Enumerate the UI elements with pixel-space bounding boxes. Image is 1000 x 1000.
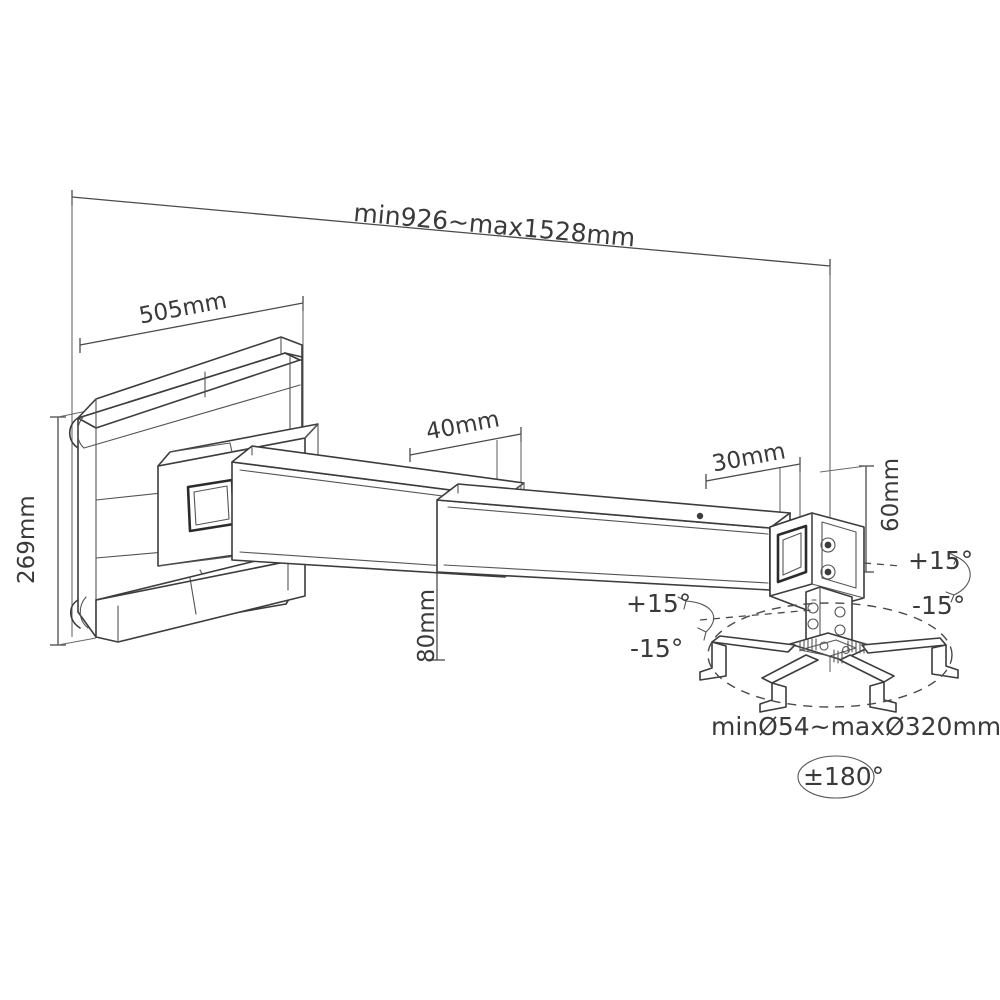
- mount-head: [769, 512, 865, 651]
- dimension-label-spider-diameter: minØ54~maxØ320mm: [711, 712, 1000, 741]
- angle-label-tilt-plus: +15°: [626, 589, 692, 618]
- dimension-label-head-height: 60mm: [878, 457, 904, 532]
- rotation-symbol-ring: [797, 755, 875, 799]
- angle-label-rotation: ±180°: [803, 762, 885, 791]
- tilt-angle-leader-right: [863, 552, 971, 603]
- angle-label-tilt-minus: -15°: [630, 634, 684, 663]
- spider-mount: [699, 632, 959, 713]
- angle-label-swivel-minus: -15°: [912, 591, 966, 620]
- tilt-angle-leader-left: [677, 596, 813, 641]
- rotation-range-ellipse: [707, 602, 953, 708]
- telescoping-arm: [231, 445, 791, 591]
- dimension-label-plate-height: 269mm: [14, 495, 40, 584]
- angle-label-swivel-plus: +15°: [908, 546, 974, 575]
- dimension-label-arm-height: 80mm: [414, 588, 440, 663]
